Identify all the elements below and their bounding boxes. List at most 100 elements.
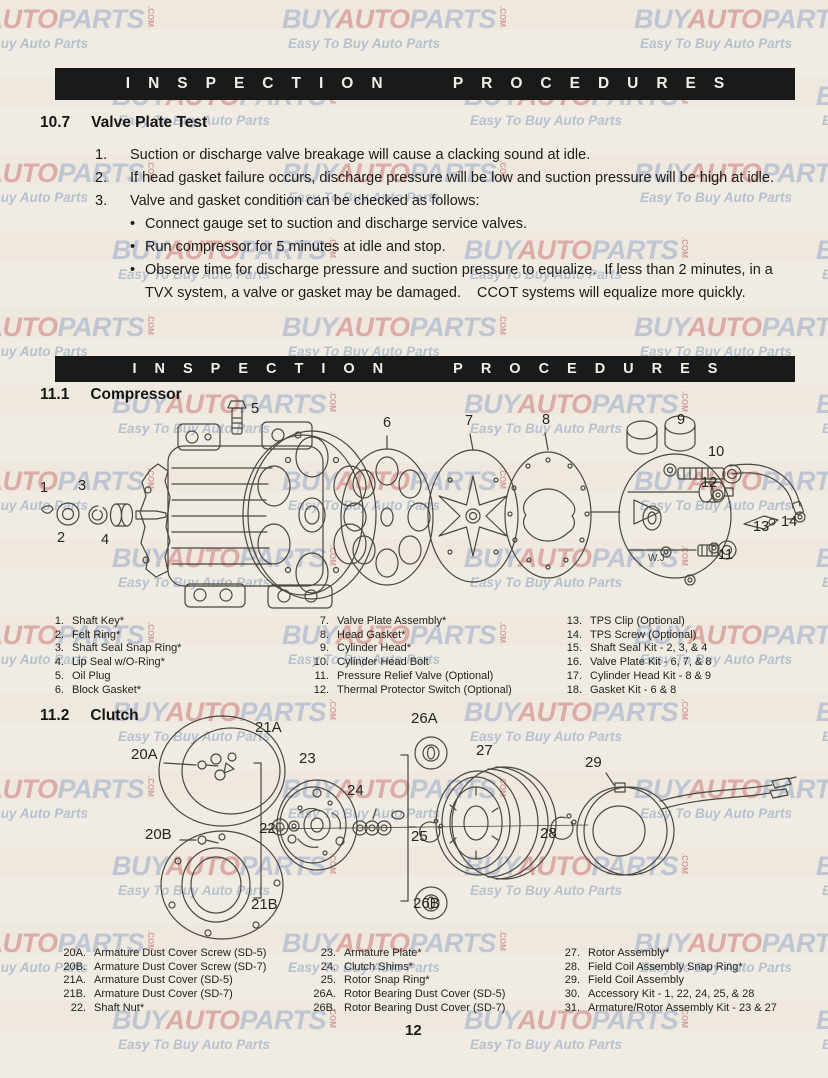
heading-compressor: 11.1 Compressor [40,386,182,404]
watermark-tagline: Easy To Buy Auto Parts [822,730,828,744]
watermark-tagline: Easy To Buy Auto Parts [0,36,89,51]
procedure-item-2: 2.If head gasket failure occurs, dischar… [95,167,795,190]
clutch-diagram [30,713,810,948]
section-bar-inspection-procedures-2: INSPECTION PROCEDURES [55,356,795,382]
parts-list-item: 9.Cylinder Head* [303,642,512,656]
parts-list-item: 15.Shaft Seal Kit - 2, 3, & 4 [556,642,711,656]
parts-list-item: 3.Shaft Seal Snap Ring* [40,642,182,656]
parts-list-item: 13.TPS Clip (Optional) [556,615,711,629]
watermark-tagline: Easy To Buy Auto Parts [822,114,828,128]
part-name: Field Coil Assembly Snap Ring* [588,960,743,973]
part-name: Cylinder Head Kit - 8 & 9 [590,669,712,682]
part-number: 12. [313,683,329,696]
parts-list-item: 25.Rotor Snap Ring* [306,974,505,988]
clutch-callout-22: 22 [259,820,276,837]
part-number: 5. [54,669,64,682]
compressor-callout-11: 11 [718,547,734,563]
compressor-parts-list: 1.Shaft Key*2.Felt Ring*3.Shaft Seal Sna… [0,615,828,705]
part-number: 15. [566,642,582,655]
part-number: 18. [566,683,582,696]
section-bar-inspection-procedures-1: INSPECTION PROCEDURES [55,68,795,100]
parts-list-item: 31.Armature/Rotor Assembly Kit - 23 & 27 [556,1002,777,1016]
watermark-logo: BUYAUTOPARTS.COM [816,237,828,264]
parts-list-item: 17. Cylinder Head Kit - 8 & 9 [556,670,711,684]
part-number: 7. [319,615,329,627]
part-number: 31. [564,1001,580,1014]
compressor-callout-13: 13 [753,519,770,535]
part-name: Accessory Kit - 1, 22, 24, 25, & 28 [588,988,755,1001]
watermark-brand-parts: PARTS [409,4,497,34]
procedure-item-3: 3. Valve and gasket condition can be chec… [95,190,795,213]
watermark-logo: BUYAUTOPARTS.COM [634,314,828,341]
watermark-logo: BUYAUTOPARTS.COM [816,545,828,572]
bullet-text: Run compressor for 5 minutes at idle and… [145,239,446,255]
watermark-brand-buy: BUY [634,4,688,34]
parts-list-item: 2.Felt Ring* [40,629,181,643]
watermark-brand-buy: BUY [816,235,828,265]
part-name: TPS Clip (Optional) [590,615,685,627]
procedure-item-text: Valve and gasket condition can be checke… [130,193,480,209]
compressor-callout-1: 1 [40,480,49,496]
watermark-brand-parts: PARTS [761,312,828,342]
watermark-logo: BUYAUTOPARTS.COM [282,314,507,341]
parts-list-item: 11. Pressure Relief Valve (Optional) [303,670,512,684]
clutch-callout-28: 28 [540,825,557,842]
part-number: 16. [566,656,582,669]
part-name: Pressure Relief Valve (Optional) [337,669,494,682]
part-number: 20B. [63,960,86,973]
watermark-brand-buy: BUY [816,81,828,111]
compressor-callout-12: 12 [701,475,718,491]
compressor-diagram: W.J [30,400,810,615]
watermark-brand-auto: AUTO [0,312,58,342]
parts-list-item: 21A.Armature Dust Cover (SD-5) [50,974,266,988]
watermark-brand-buy: BUY [816,543,828,573]
watermark-brand-com: .COM [498,6,508,27]
procedure-item-text: Suction or discharge valve breakage will… [130,147,591,163]
watermark-tagline: Easy To Buy Auto Parts [470,113,623,128]
part-number: 11. [314,669,329,682]
watermark-tagline: Easy To Buy Auto Parts [0,190,89,205]
parts-list-item: 30.Accessory Kit - 1, 22, 24, 25, & 28 [556,988,777,1002]
procedure-item-number: 3. [95,193,108,209]
part-name: Shaft Nut* [94,1001,145,1014]
parts-list-item: 23.Armature Plate* [306,947,505,961]
head-engraving: W.J [648,553,665,564]
compressor-callout-6: 6 [383,415,392,431]
part-name: Shaft Seal Snap Ring* [72,642,182,655]
watermark-brand-auto: AUTO [687,4,763,34]
part-number: 26B. [313,1001,336,1014]
bullet-marker: • [130,239,136,255]
parts-list-item: 28.Field Coil Assembly Snap Ring* [556,961,777,975]
part-name: Valve Plate Kit - 6, 7, & 8 [590,656,712,669]
parts-list-item: 22.Shaft Nut* [50,1002,266,1016]
section-title: Compressor [90,386,182,403]
bullet-text: Connect gauge set to suction and dischar… [145,216,528,232]
parts-list-item: 26B.Rotor Bearing Dust Cover (SD-7) [306,1002,505,1016]
part-number: 17. [566,669,582,682]
part-name: Armature Dust Cover (SD-5) [94,974,233,987]
bullet-text: Observe time for discharge pressure and … [145,262,777,301]
watermark-logo: BUYAUTOPARTS.COM [816,391,828,418]
compressor-callout-5: 5 [251,401,260,417]
clutch-callout-29: 29 [585,754,602,771]
part-number: 20A. [63,947,86,959]
section-number: 11.1 [40,386,70,403]
section-number: 11.2 [40,707,70,724]
compressor-callout-8: 8 [542,412,551,428]
watermark-tagline: Easy To Buy Auto Parts [640,36,793,51]
bullet-marker: • [130,262,136,278]
part-name: Felt Ring* [72,628,121,641]
part-name: Armature Dust Cover (SD-7) [94,988,233,1001]
compressor-callout-7: 7 [465,413,474,429]
parts-list-item: 21B.Armature Dust Cover (SD-7) [50,988,266,1002]
parts-list-item: 14.TPS Screw (Optional) [556,629,711,643]
procedure-item-1: 1.Suction or discharge valve breakage wi… [95,144,795,167]
procedure-list: 1.Suction or discharge valve breakage wi… [95,144,795,305]
clutch-callout-26A: 26A [411,710,438,727]
clutch-callout-20A: 20A [131,746,158,763]
part-name: TPS Screw (Optional) [590,628,697,641]
part-name: Oil Plug [72,669,111,682]
part-number: 23. [320,947,336,959]
clutch-callout-23: 23 [299,750,316,767]
clutch-callout-20B: 20B [145,826,172,843]
